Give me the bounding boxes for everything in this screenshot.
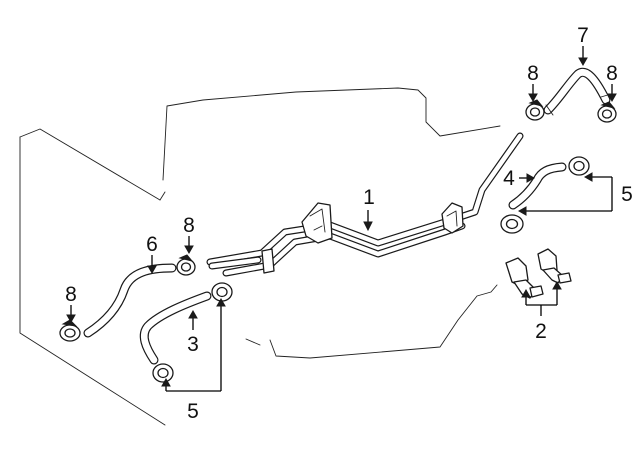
callout-8-mid: 8 [183,214,195,237]
clamp-8-right [597,101,617,123]
callout-6: 6 [146,233,158,256]
hose-4 [508,162,567,210]
callout-2: 2 [535,320,547,343]
connector-2-right [537,248,572,284]
callout-4: 4 [503,167,515,190]
left-panel-outline [19,128,166,426]
callout-7: 7 [577,24,589,47]
leaders [66,46,617,392]
connector-2-left [505,257,544,299]
clamp-5-right-lower [500,214,524,234]
callout-3: 3 [187,333,199,356]
callout-8-top: 8 [527,62,539,85]
clamp-5-bottom-left [152,363,174,383]
clamp-5-right-upper [568,156,590,176]
clamp-8-mid [176,254,196,276]
clamp-8-top [525,99,545,121]
callout-5-bottom: 5 [187,400,199,423]
hose-6 [83,263,177,338]
callout-1: 1 [363,186,375,209]
clamp-8-left [59,319,81,342]
hose-3 [139,291,212,365]
engine-outline [159,87,501,359]
heater-pipe-assembly [206,132,524,277]
callout-5-right: 5 [621,183,633,206]
callout-8-left: 8 [65,283,77,306]
clamp-5-bottom-right [211,282,233,302]
callout-8-right: 8 [606,62,618,85]
